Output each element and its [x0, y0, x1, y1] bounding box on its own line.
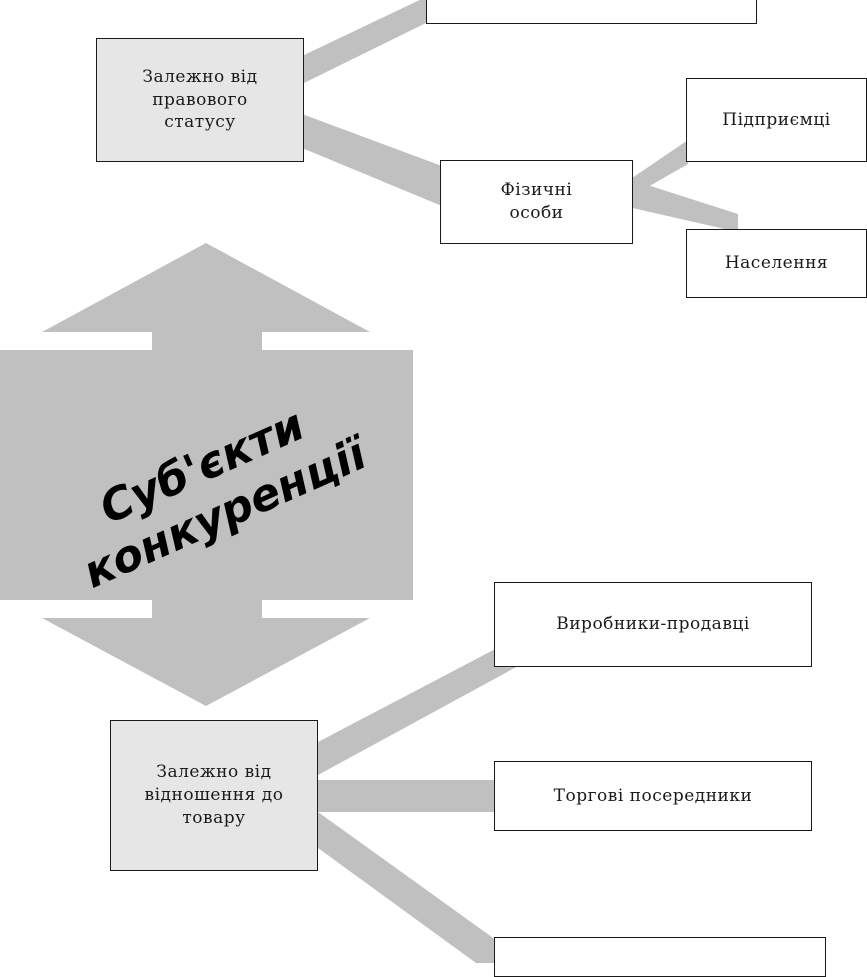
- trade-intermediaries-box: Торгові посередники: [494, 761, 812, 831]
- population-label: Населення: [724, 253, 829, 274]
- connector-product-to-producers: [318, 636, 520, 775]
- connector-legal-to-individuals: [302, 114, 442, 206]
- population-box: Населення: [686, 229, 867, 298]
- product-relation-category-label: Залежно від відношення до товару: [144, 762, 284, 828]
- product-relation-category-box: Залежно від відношення до товару: [110, 720, 318, 871]
- top-box: [426, 0, 757, 24]
- producers-sellers-box: Виробники-продавці: [494, 582, 812, 667]
- connector-product-to-bottom: [318, 812, 528, 963]
- connector-legal-to-top: [302, 0, 428, 84]
- connector-product-to-intermediaries: [318, 780, 496, 812]
- connector-individuals-to-entrepreneurs: [632, 140, 688, 196]
- individuals-box: Фізичні особи: [440, 160, 633, 244]
- connector-individuals-to-population: [632, 180, 738, 232]
- entrepreneurs-label: Підприємці: [722, 109, 831, 130]
- bottom-box: [494, 937, 826, 977]
- trade-intermediaries-label: Торгові посередники: [553, 785, 753, 806]
- double-arrow-shape: [0, 243, 413, 706]
- producers-sellers-label: Виробники-продавці: [556, 614, 750, 635]
- individuals-label: Фізичні особи: [500, 180, 573, 223]
- entrepreneurs-box: Підприємці: [686, 78, 867, 162]
- legal-status-category-label: Залежно від правового статусу: [142, 66, 258, 133]
- legal-status-category-box: Залежно від правового статусу: [96, 38, 304, 162]
